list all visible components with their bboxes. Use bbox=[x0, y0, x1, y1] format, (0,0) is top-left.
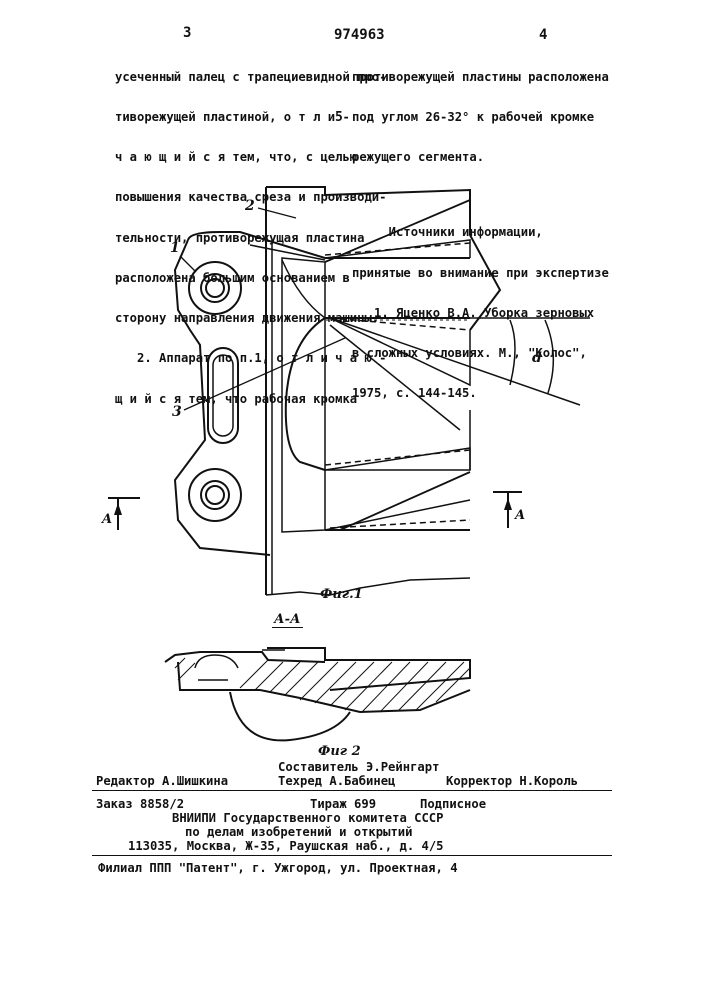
callout-2-leader bbox=[258, 208, 296, 218]
finger-heel-curve bbox=[230, 692, 350, 740]
techred-credit: Техред А.Бабинец bbox=[278, 774, 395, 788]
branch-address: Филиал ППП "Патент", г. Ужгород, ул. Про… bbox=[98, 861, 458, 875]
section-a-a-title: А-А bbox=[272, 612, 303, 628]
editor-credit: Редактор А.Шишкина bbox=[96, 774, 228, 788]
figure-2-caption: Фиг 2 bbox=[318, 744, 361, 759]
corrector-credit: Корректор Н.Король bbox=[446, 774, 578, 788]
knife-bottom-edge bbox=[266, 578, 470, 595]
rivet-boss-bottom bbox=[189, 469, 241, 521]
callout-1: 1 bbox=[170, 240, 180, 256]
figure-1-caption: Фиг.1 bbox=[320, 587, 363, 602]
compiler-credit: Составитель Э.Рейнгарт bbox=[278, 760, 439, 774]
angle-arc bbox=[545, 320, 553, 393]
callout-3: 3 bbox=[172, 404, 182, 420]
section-mark-right: A bbox=[515, 508, 525, 523]
section-mark-left: A bbox=[102, 512, 112, 527]
rivet-boss-top bbox=[189, 262, 241, 314]
callout-2: 2 bbox=[245, 198, 255, 214]
footer-divider-top bbox=[92, 790, 612, 791]
institute-address: 113035, Москва, Ж-35, Раушская наб., д. … bbox=[128, 839, 444, 853]
institute-line-1: ВНИИПИ Государственного комитета СССР bbox=[172, 811, 444, 825]
circulation: Тираж 699 bbox=[310, 797, 376, 811]
angle-alpha-label: d bbox=[532, 350, 542, 366]
footer-divider-bottom bbox=[92, 855, 612, 856]
institute-line-2: по делам изобретений и открытий bbox=[185, 825, 412, 839]
counter-plate-outline bbox=[286, 318, 325, 470]
order-number: Заказ 8858/2 bbox=[96, 797, 184, 811]
subscription-note: Подписное bbox=[420, 797, 486, 811]
callout-1-leader bbox=[180, 256, 196, 272]
